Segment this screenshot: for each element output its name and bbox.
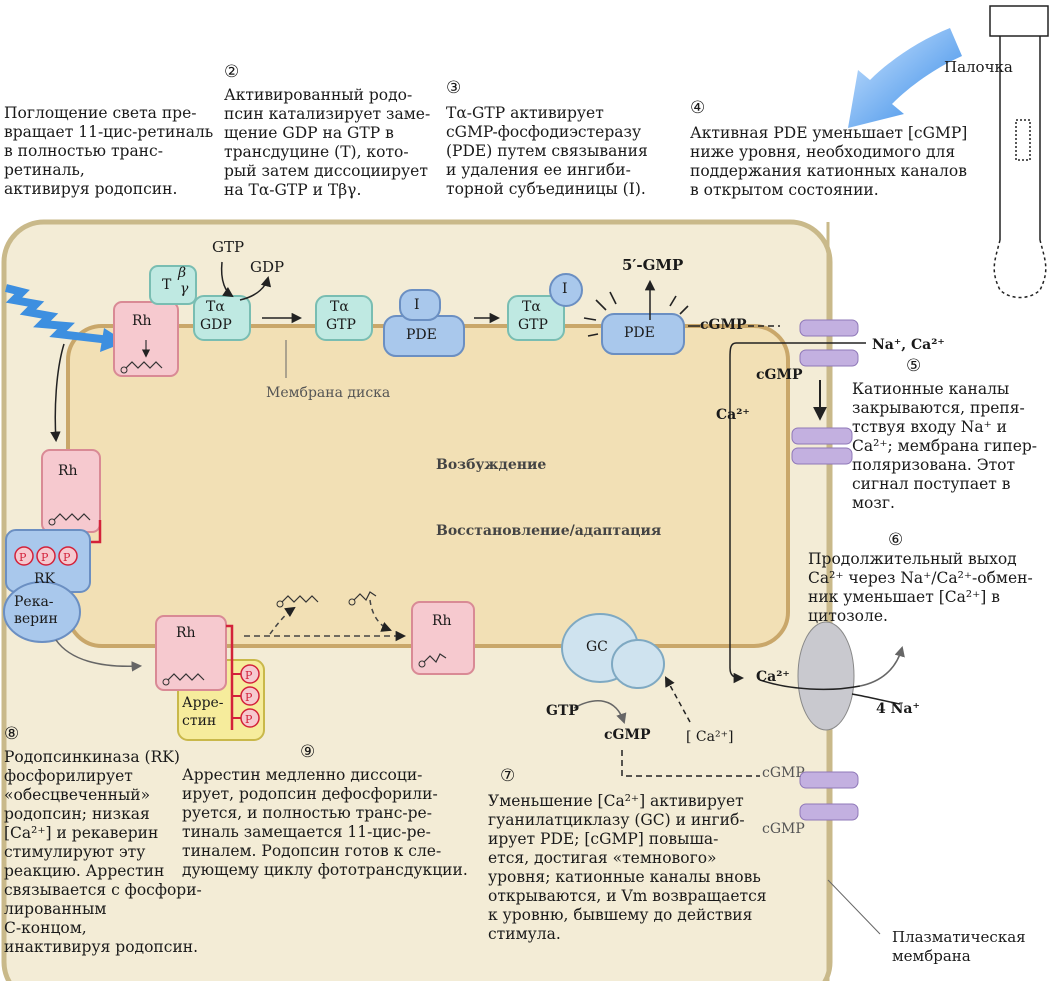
label-t-alpha-2: Tα xyxy=(330,299,349,315)
label-cgmp-1: cGMP xyxy=(700,317,747,333)
step-7-text: Уменьшение [Ca²⁺] активирует гуанилатцик… xyxy=(488,792,767,943)
step-3-number: ③ xyxy=(446,78,462,98)
step-6-number: ⑥ xyxy=(888,530,904,550)
label-cgmp-2: cGMP xyxy=(756,367,803,383)
closed-channel-bottom xyxy=(791,447,853,465)
label-p-1: P xyxy=(19,551,27,564)
label-rh-4: Rh xyxy=(432,613,452,629)
label-ca-2: Ca²⁺ xyxy=(756,669,790,685)
label-p-3: P xyxy=(63,551,71,564)
na-ca-exchanger xyxy=(797,621,855,731)
rhodopsin-arrestin-bound xyxy=(155,615,227,691)
step-2-text: Активированный родо- псин катализирует з… xyxy=(224,86,431,199)
cation-channel-lower-2 xyxy=(799,803,859,821)
pde-inhibitor-subunit xyxy=(399,289,441,321)
label-arrestin: Арре- стин xyxy=(182,695,224,729)
label-gtp-gc: GTP xyxy=(546,703,579,719)
rod-outline-icon xyxy=(989,5,1049,299)
label-rod: Палочка xyxy=(944,58,1013,76)
closed-channel-top xyxy=(791,427,853,445)
step-8-text: Родопсинкиназа (RK) фосфорилирует «обесц… xyxy=(4,748,202,956)
step-6-text: Продолжительный выход Ca²⁺ через Na⁺/Ca²… xyxy=(808,550,1033,625)
step-4-number: ④ xyxy=(690,98,706,118)
inhibitor-bound xyxy=(549,273,583,307)
label-ca-1: Ca²⁺ xyxy=(716,407,750,423)
step-8-number: ⑧ xyxy=(4,724,20,744)
label-gtp-2: GTP xyxy=(326,317,356,333)
label-excitation: Возбуждение xyxy=(436,457,547,473)
label-rh-1: Rh xyxy=(132,313,152,329)
label-p-2: P xyxy=(41,551,49,564)
label-gdp-2: GDP xyxy=(200,317,232,333)
step-4-text: Активная PDE уменьшает [cGMP] ниже уровн… xyxy=(690,124,968,199)
label-5gmp: 5′-GMP xyxy=(622,256,684,274)
label-gtp-3: GTP xyxy=(518,317,548,333)
step-3-text: Tα-GTP активирует cGMP-фосфодиэстеразу (… xyxy=(446,104,648,198)
step-5-number: ⑤ xyxy=(906,356,922,376)
label-t-alpha-3: Tα xyxy=(522,299,541,315)
label-t: T xyxy=(162,277,172,293)
cation-channel-lower-1 xyxy=(799,771,859,789)
step-9-text: Аррестин медленно диссоци- ирует, родопс… xyxy=(182,766,468,879)
label-pde-active: PDE xyxy=(624,325,655,341)
label-recovery: Восстановление/адаптация xyxy=(436,523,662,539)
label-recoverin: Река- верин xyxy=(14,594,58,627)
phospho-group-icons xyxy=(14,546,78,566)
label-gtp: GTP xyxy=(212,238,245,256)
transducin-beta-gamma xyxy=(149,265,197,305)
label-rh-3: Rh xyxy=(176,625,196,641)
label-ca-bracket: [ Ca²⁺] xyxy=(686,729,734,745)
label-cgmp-4: cGMP xyxy=(762,821,805,837)
label-gdp: GDP xyxy=(250,258,285,276)
label-gamma: γ xyxy=(180,281,189,297)
step-7-number: ⑦ xyxy=(500,766,516,786)
transducin-alpha-gdp xyxy=(193,295,251,341)
transducin-alpha-gtp-2 xyxy=(507,295,565,341)
label-rh-2: Rh xyxy=(58,463,78,479)
label-gc: GC xyxy=(586,639,608,655)
phospho-group-icons-2 xyxy=(232,664,260,728)
label-p-6: P xyxy=(245,713,253,726)
label-inhibitor-2: I xyxy=(562,281,568,297)
transducin-alpha-gtp xyxy=(315,295,373,341)
label-t-alpha-1: Tα xyxy=(206,299,225,315)
label-disc-membrane: Мембрана диска xyxy=(266,385,391,401)
label-plasma-membrane: Плазматическая мембрана xyxy=(892,928,1026,965)
step-9-number: ⑨ xyxy=(300,742,316,762)
rhodopsin-resting xyxy=(411,601,475,675)
label-cgmp-gc: cGMP xyxy=(604,727,651,743)
label-p-5: P xyxy=(245,691,253,704)
cation-channel-bottom xyxy=(799,349,859,367)
light-arrow-icon xyxy=(848,28,962,128)
label-beta: β xyxy=(178,265,187,281)
label-na-ca: Na⁺, Ca²⁺ xyxy=(872,337,945,353)
cation-channel-top xyxy=(799,319,859,337)
label-cgmp-3: cGMP xyxy=(762,765,805,781)
rhodopsin-active xyxy=(113,301,179,377)
label-pde: PDE xyxy=(406,327,437,343)
step-1-text: Поглощение света пре- вращает 11-цис-рет… xyxy=(4,104,214,198)
recoverin xyxy=(3,581,81,643)
step-2-number: ② xyxy=(224,62,240,82)
label-four-na: 4 Na⁺ xyxy=(876,701,920,717)
label-inhibitor: I xyxy=(414,297,420,313)
label-rk: RK xyxy=(34,571,55,587)
step-5-text: Катионные каналы закрываются, препя- тст… xyxy=(852,380,1038,512)
label-p-4: P xyxy=(245,669,253,682)
pde-active xyxy=(601,313,685,355)
